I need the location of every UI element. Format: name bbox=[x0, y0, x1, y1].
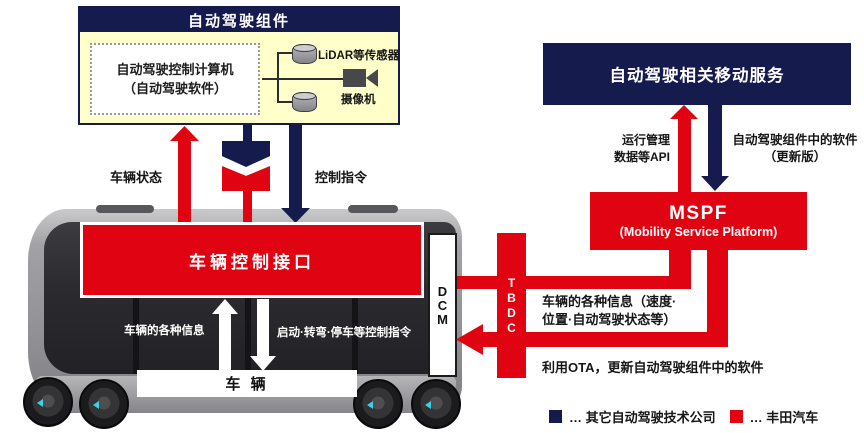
lidar-sensor-icon bbox=[292, 92, 317, 112]
vehicle-status-arrow-shaft bbox=[178, 140, 191, 225]
vehicle-info-arrow-shaft bbox=[219, 313, 231, 372]
software-arrow-head bbox=[701, 176, 729, 191]
vehicle-status-arrow-head bbox=[170, 126, 199, 141]
ota-update-label: 利用OTA，更新自动驾驶组件中的软件 bbox=[542, 360, 764, 375]
camera-label: 摄像机 bbox=[341, 94, 376, 106]
tbdc-letter: T bbox=[507, 275, 516, 290]
vehicle-control-interface-box: 车辆控制接口 bbox=[80, 222, 424, 298]
software-label-line2: （更新版） bbox=[763, 150, 827, 164]
vehicle-door-pillar bbox=[133, 298, 139, 374]
dcm-letter: C bbox=[437, 297, 448, 313]
vehicle-door-pillar bbox=[245, 298, 251, 374]
vehicle-info-detail-label: 车辆的各种信息（速度· 位置·自动驾驶状态等） bbox=[542, 293, 676, 329]
vehicle-info-label: 车辆的各种信息 bbox=[124, 325, 205, 337]
upload-pipe-vertical bbox=[669, 250, 691, 277]
wheel-icon bbox=[79, 379, 129, 429]
lidar-sensor-icon bbox=[292, 44, 317, 64]
tbdc-letter: B bbox=[507, 290, 516, 305]
mspf-title: MSPF bbox=[669, 202, 728, 224]
drive-command-label: 启动·转弯·停车等控制指令 bbox=[277, 327, 412, 339]
vehicle-label-box: 车 辆 bbox=[137, 370, 357, 397]
computer-label-line1: 自动驾驶控制计算机 bbox=[116, 62, 234, 77]
tbdc-letter: C bbox=[507, 320, 516, 335]
wheel-icon bbox=[411, 379, 461, 429]
mspf-box: MSPF (Mobility Service Platform) bbox=[590, 192, 807, 250]
vehicle-door-pillar bbox=[352, 298, 358, 374]
legend-item-toyota: … 丰田汽车 bbox=[729, 407, 819, 426]
api-label: 运行管理 数据等API bbox=[584, 132, 670, 166]
api-arrow-head bbox=[670, 105, 698, 119]
control-command-arrow-shaft bbox=[289, 123, 302, 209]
vehicle-roof-rail bbox=[96, 205, 154, 213]
sensor-wire bbox=[278, 52, 293, 54]
control-command-label: 控制指令 bbox=[315, 170, 368, 185]
api-label-line2: 数据等API bbox=[613, 150, 670, 164]
connector-socket-icon bbox=[222, 166, 270, 191]
vehicle-info-detail-line2: 位置·自动驾驶状态等） bbox=[542, 312, 677, 327]
camera-icon bbox=[343, 69, 366, 87]
sensor-wire bbox=[277, 52, 279, 103]
sensor-wire bbox=[262, 78, 344, 80]
dcm-box: D C M bbox=[428, 233, 457, 377]
software-label-line1: 自动驾驶组件中的软件 bbox=[732, 133, 858, 147]
connector-stem-red bbox=[243, 191, 252, 224]
legend-item-other-companies: … 其它自动驾驶技术公司 bbox=[549, 407, 716, 426]
control-computer-box: 自动驾驶控制计算机 （自动驾驶软件） bbox=[90, 43, 260, 115]
legend-swatch-navy bbox=[549, 410, 562, 423]
dcm-letter: D bbox=[437, 283, 448, 299]
api-arrow-shaft bbox=[678, 118, 691, 192]
connector-stem-navy bbox=[243, 123, 252, 142]
kit-title: 自动驾驶组件 bbox=[80, 8, 398, 32]
mobility-service-box: 自动驾驶相关移动服务 bbox=[543, 43, 851, 105]
download-pipe-vertical bbox=[707, 250, 728, 347]
drive-command-arrow-shaft bbox=[257, 299, 269, 357]
wheel-icon bbox=[23, 377, 73, 427]
mspf-subtitle: (Mobility Service Platform) bbox=[619, 224, 778, 239]
legend-label-toyota: … 丰田汽车 bbox=[749, 410, 819, 425]
download-pipe-horizontal bbox=[482, 332, 728, 347]
sensor-wire bbox=[278, 101, 293, 103]
vehicle-info-detail-line1: 车辆的各种信息（速度· bbox=[542, 294, 677, 309]
legend-label-other-companies: … 其它自动驾驶技术公司 bbox=[569, 410, 716, 425]
legend-swatch-red bbox=[729, 410, 743, 423]
api-label-line1: 运行管理 bbox=[621, 133, 670, 147]
software-arrow-shaft bbox=[708, 105, 722, 177]
vehicle-roof-rail bbox=[348, 205, 398, 213]
dcm-letter: M bbox=[437, 311, 448, 327]
lidar-label: LiDAR等传感器 bbox=[318, 50, 400, 62]
wheel-icon bbox=[353, 379, 403, 429]
computer-label-line2: （自动驾驶软件） bbox=[122, 81, 227, 96]
software-label: 自动驾驶组件中的软件 （更新版） bbox=[724, 132, 864, 166]
tbdc-box: T B D C bbox=[497, 233, 526, 378]
vehicle-status-label: 车辆状态 bbox=[110, 170, 163, 185]
connector-plug-icon bbox=[222, 141, 270, 167]
legend: … 其它自动驾驶技术公司 … 丰田汽车 bbox=[549, 407, 818, 426]
tbdc-letter: D bbox=[507, 305, 516, 320]
upload-pipe-horizontal bbox=[457, 276, 691, 289]
